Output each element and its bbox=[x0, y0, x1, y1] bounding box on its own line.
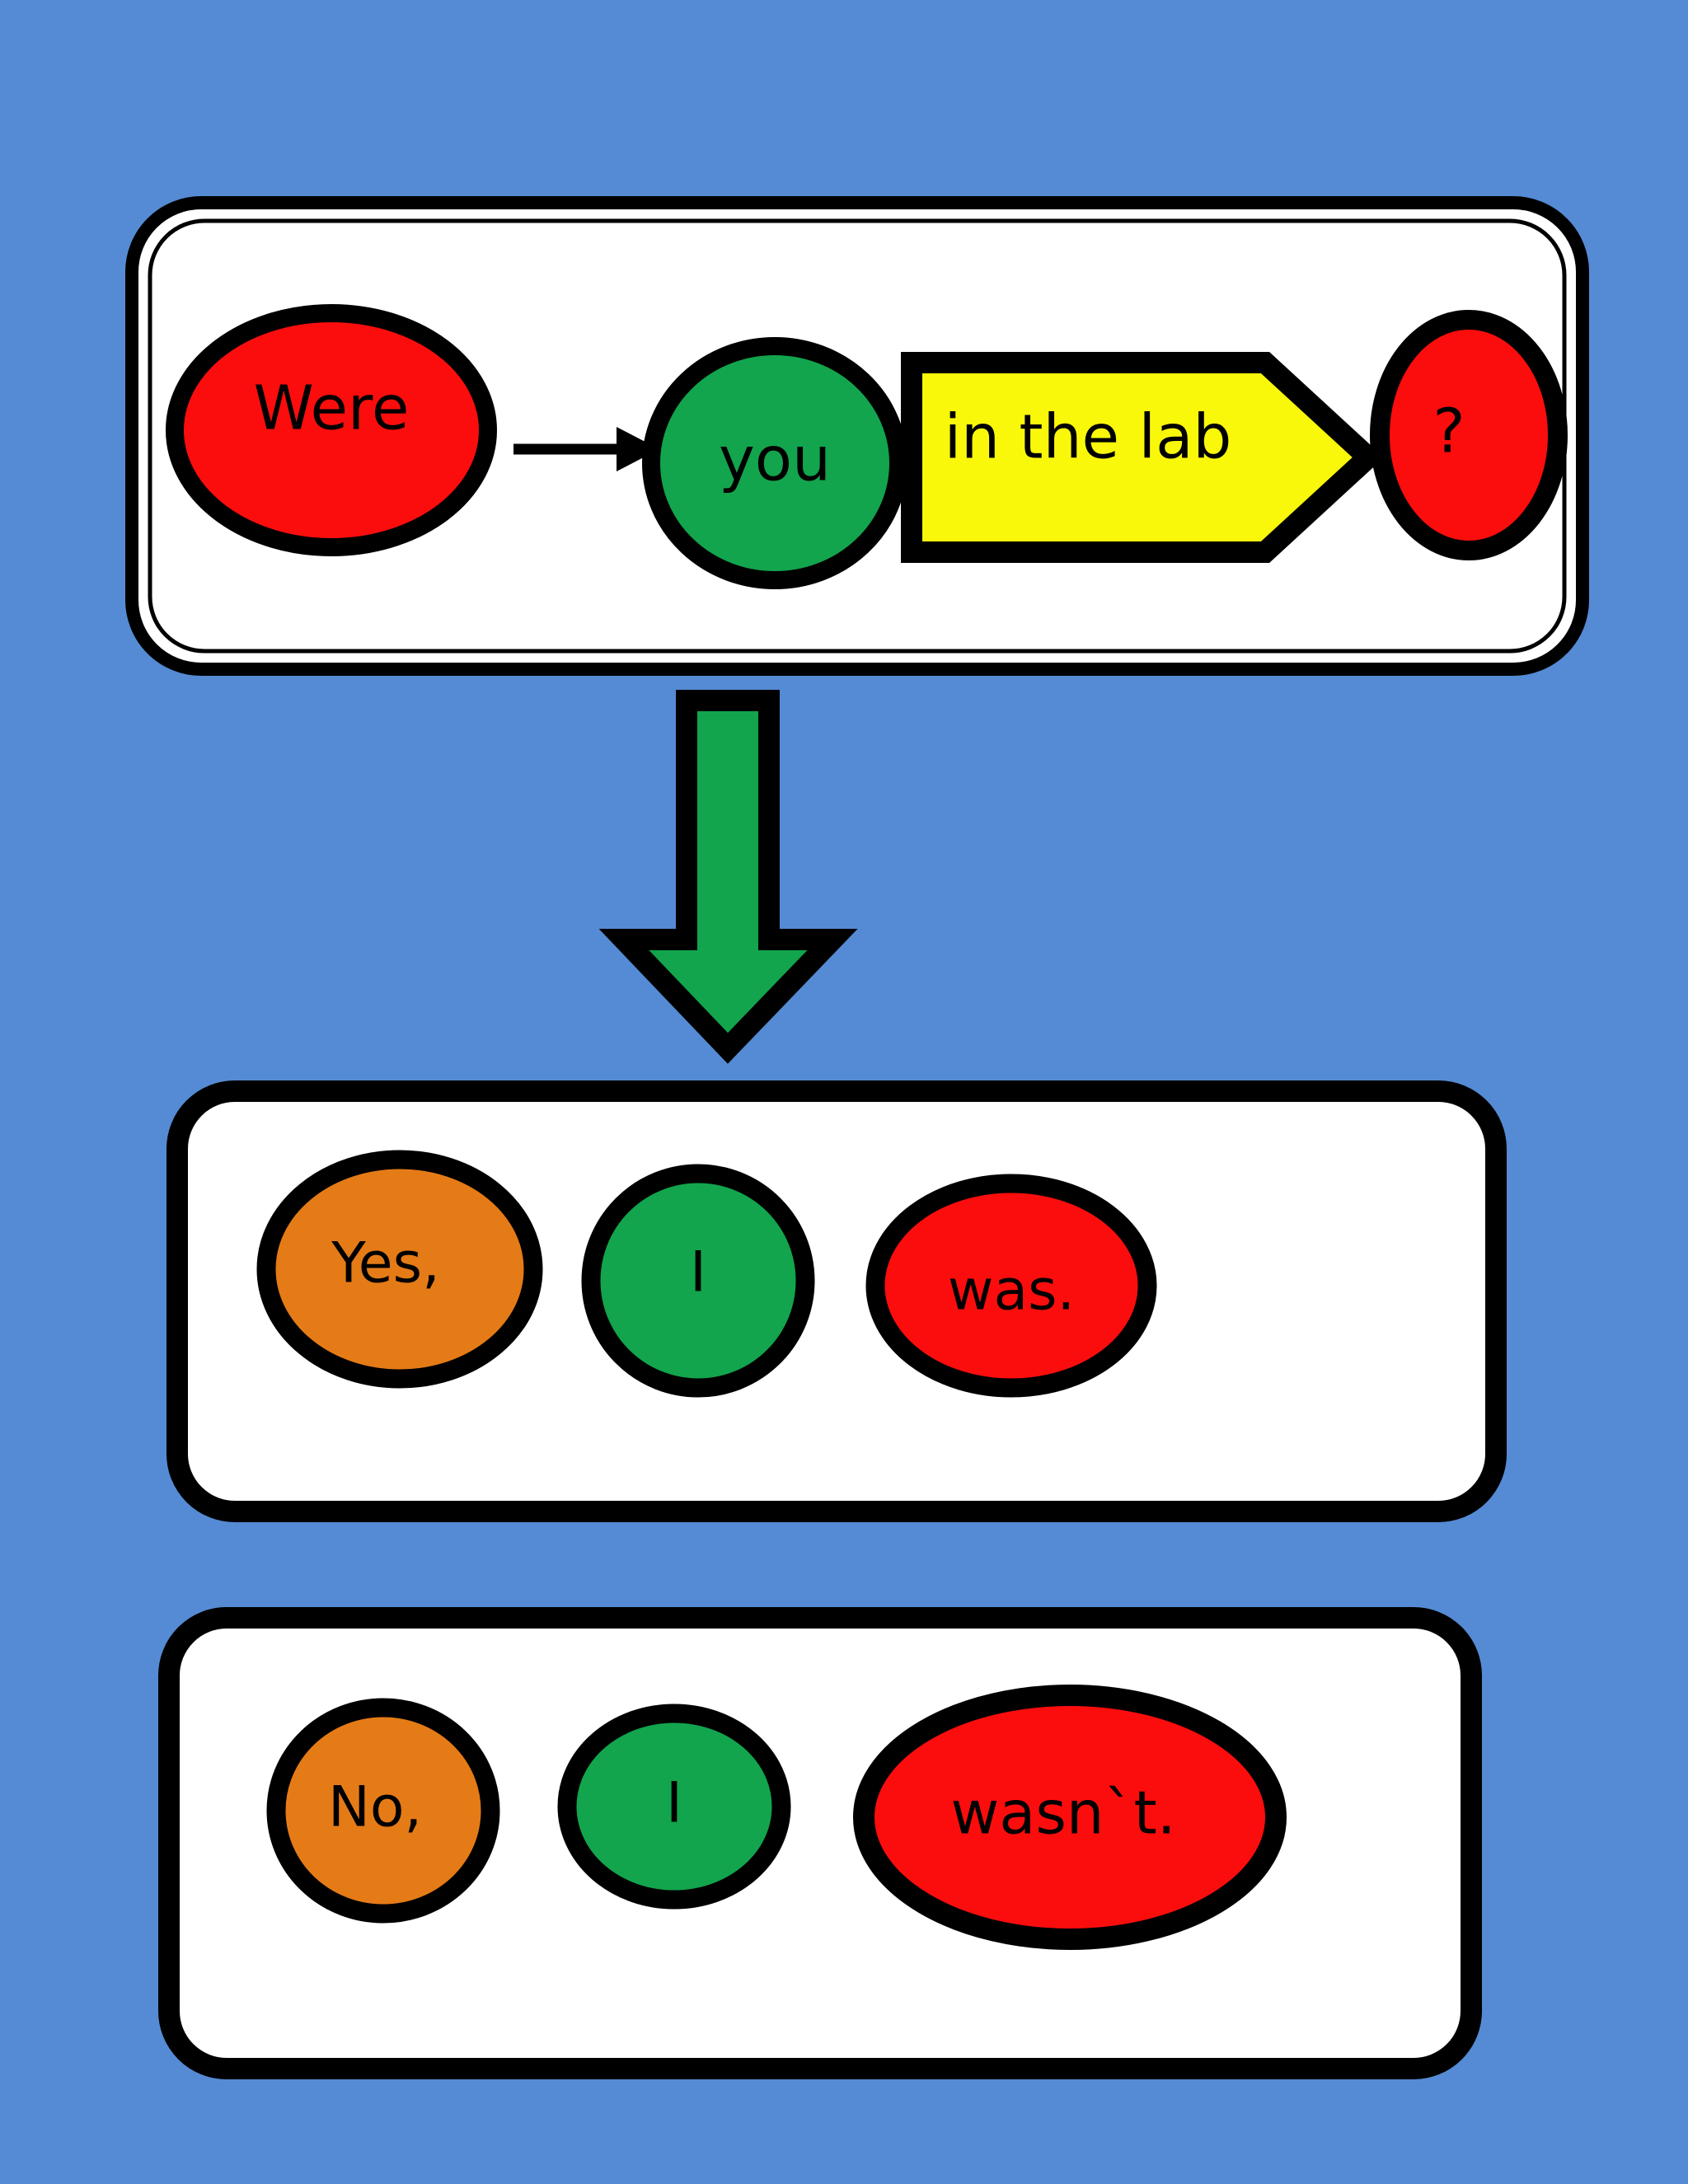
word-chip-you[interactable]: you bbox=[642, 337, 907, 589]
word-chip-was[interactable]: was. bbox=[865, 1174, 1157, 1398]
word-chip-question-mark[interactable]: ? bbox=[1370, 310, 1568, 560]
wasnt-ellipse bbox=[853, 1685, 1287, 1950]
word-chip-no[interactable]: No, bbox=[266, 1698, 500, 1924]
you-ellipse bbox=[642, 337, 907, 589]
were-to-you-arrow bbox=[513, 427, 659, 471]
i-ellipse-affirmative bbox=[581, 1164, 815, 1398]
yes-label: Yes, bbox=[331, 1231, 439, 1296]
word-chip-in-the-lab[interactable]: in the lab bbox=[901, 352, 1385, 563]
in-the-lab-banner bbox=[901, 352, 1385, 563]
word-chip-i-negative[interactable]: I bbox=[557, 1704, 791, 1910]
in-the-lab-label: in the lab bbox=[945, 402, 1232, 473]
question-mark-label: ? bbox=[1432, 396, 1465, 467]
connector-arrowhead bbox=[617, 427, 659, 471]
no-ellipse bbox=[266, 1698, 500, 1924]
affirmative-answer-card: Yes, I was. bbox=[166, 1080, 1507, 1522]
i-ellipse-negative bbox=[557, 1704, 791, 1910]
were-ellipse bbox=[166, 304, 497, 556]
word-chip-i-affirmative[interactable]: I bbox=[581, 1164, 815, 1398]
word-chip-yes[interactable]: Yes, bbox=[256, 1150, 543, 1389]
was-ellipse bbox=[865, 1174, 1157, 1398]
down-arrow-shape bbox=[598, 690, 858, 1064]
i-label-negative: I bbox=[666, 1771, 682, 1836]
wasnt-label: wasn`t. bbox=[950, 1779, 1175, 1848]
were-label: Were bbox=[254, 373, 410, 444]
word-chip-were[interactable]: Were bbox=[166, 304, 497, 556]
negative-answer-card: No, I wasn`t. bbox=[158, 1607, 1482, 2079]
question-card: Were you in the lab ? bbox=[125, 196, 1589, 676]
word-chip-wasnt[interactable]: wasn`t. bbox=[853, 1685, 1287, 1950]
question-mark-ellipse bbox=[1370, 310, 1568, 560]
no-label: No, bbox=[328, 1775, 422, 1840]
was-label: was. bbox=[948, 1258, 1075, 1324]
yes-ellipse bbox=[256, 1150, 543, 1389]
you-label: you bbox=[719, 424, 831, 495]
down-arrow-icon bbox=[598, 690, 858, 1064]
i-label-affirmative: I bbox=[690, 1240, 706, 1305]
